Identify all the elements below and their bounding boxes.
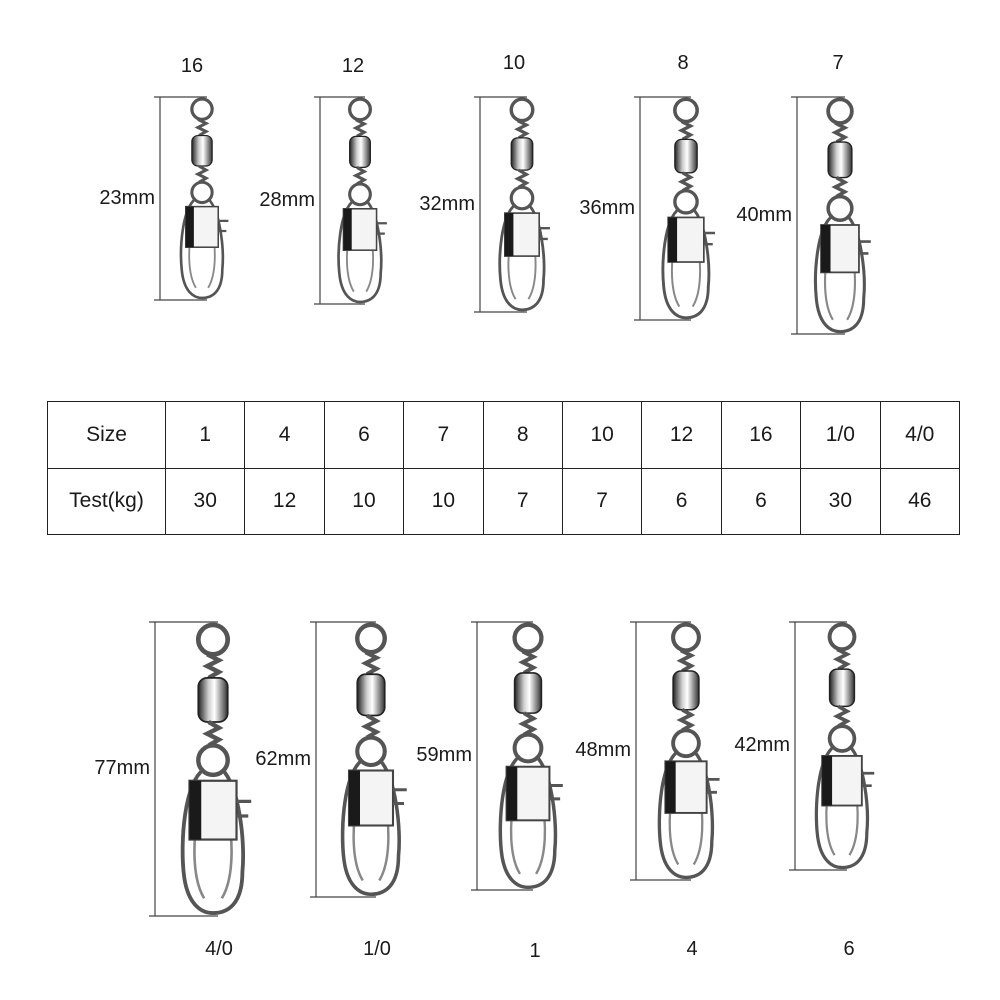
length-label: 23mm bbox=[99, 186, 155, 209]
size-label: 1/0 bbox=[363, 938, 391, 960]
dimension-line bbox=[789, 621, 847, 871]
size-label: 12 bbox=[341, 55, 365, 77]
length-label: 32mm bbox=[419, 192, 475, 215]
size-cell: 7 bbox=[403, 401, 484, 469]
size-label: 10 bbox=[502, 52, 526, 74]
dimension-line bbox=[149, 621, 218, 917]
length-label: 40mm bbox=[736, 203, 792, 226]
dimension-line bbox=[314, 96, 365, 305]
size-label: 16 bbox=[180, 55, 204, 77]
test-cell: 6 bbox=[720, 467, 802, 535]
swivel-drawing bbox=[498, 622, 563, 890]
dimension-line bbox=[471, 621, 533, 891]
size-label: 4/0 bbox=[205, 938, 233, 960]
length-label: 42mm bbox=[734, 734, 790, 756]
test-cell: 7 bbox=[561, 467, 643, 535]
size-cell: 4 bbox=[244, 401, 325, 469]
swivel-drawing bbox=[657, 622, 720, 880]
size-cell: 1/0 bbox=[800, 401, 881, 469]
dimension-line bbox=[154, 96, 207, 301]
length-label: 28mm bbox=[259, 188, 315, 211]
test-cell: 46 bbox=[879, 467, 961, 535]
length-label: 62mm bbox=[255, 747, 311, 770]
swivel-drawing bbox=[661, 97, 715, 320]
dimension-line bbox=[474, 96, 527, 313]
size-label: 7 bbox=[832, 52, 844, 74]
swivel-drawing bbox=[498, 97, 550, 312]
swivel-drawing bbox=[180, 622, 252, 915]
dimension-line bbox=[310, 621, 376, 898]
size-label: 8 bbox=[677, 52, 689, 74]
size-cell: 10 bbox=[561, 401, 643, 469]
length-label: 77mm bbox=[94, 757, 150, 779]
test-cell: 7 bbox=[482, 467, 563, 535]
size-label: 6 bbox=[843, 938, 855, 960]
test-cell: 10 bbox=[323, 467, 405, 535]
test-cell: 30 bbox=[800, 467, 881, 535]
size-cell: 16 bbox=[720, 401, 802, 469]
size-label: 4 bbox=[686, 938, 698, 960]
swivel-drawing bbox=[340, 622, 407, 897]
length-label: 36mm bbox=[579, 196, 635, 219]
swivel-drawing bbox=[179, 97, 229, 300]
size-label: 1 bbox=[529, 940, 541, 962]
length-label: 48mm bbox=[575, 739, 631, 761]
size-cell: 4/0 bbox=[879, 401, 961, 469]
dimension-line bbox=[791, 96, 845, 335]
length-label: 59mm bbox=[416, 744, 472, 766]
dimension-line bbox=[630, 621, 691, 881]
swivel-drawing bbox=[814, 622, 875, 870]
size-header: Size bbox=[47, 401, 166, 469]
test-cell: 30 bbox=[164, 467, 246, 535]
dimension-line bbox=[634, 96, 691, 321]
swivel-drawing bbox=[813, 97, 871, 334]
swivel-drawing bbox=[337, 97, 387, 304]
